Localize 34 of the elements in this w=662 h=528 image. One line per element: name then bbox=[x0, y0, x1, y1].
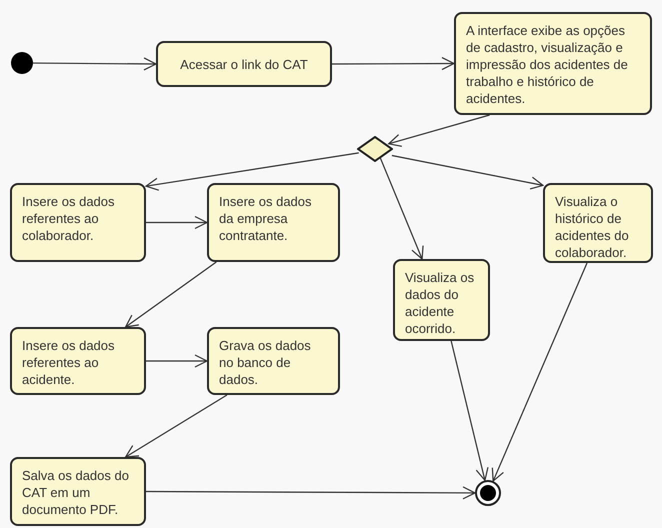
action-label: Insere os dados da empresa contratante. bbox=[219, 193, 313, 244]
action-label: Grava os dados no banco de dados. bbox=[219, 337, 312, 388]
decision-diamond bbox=[357, 136, 393, 162]
arrow bbox=[125, 262, 217, 328]
arrow bbox=[388, 114, 490, 147]
action-box bbox=[543, 183, 653, 263]
arrow bbox=[492, 262, 588, 482]
arrow bbox=[145, 152, 359, 191]
action-label: A interface exibe as opções de cadastro, visualização e impressão dos acidentes de trabalho e histórico de acidentes. bbox=[466, 22, 629, 107]
action-label: Visualiza os dados do acidente ocorrido. bbox=[405, 269, 476, 337]
arrow bbox=[450, 340, 489, 481]
action-box bbox=[10, 457, 146, 526]
initial-node bbox=[11, 52, 33, 74]
action-box bbox=[207, 183, 340, 262]
action-label: Acessar o link do CAT bbox=[180, 56, 308, 72]
action-box bbox=[454, 12, 652, 115]
arrow bbox=[33, 57, 157, 70]
action-label: Insere os dados referentes ao acidente. bbox=[22, 337, 116, 388]
arrow bbox=[125, 394, 228, 458]
action-label: Insere os dados referentes ao colaborador. bbox=[22, 193, 116, 244]
action-box bbox=[10, 183, 146, 262]
action-box bbox=[207, 327, 340, 395]
arrow bbox=[332, 56, 455, 70]
final-node bbox=[475, 480, 501, 506]
arrow bbox=[146, 216, 208, 230]
arrow bbox=[146, 354, 208, 368]
arrow bbox=[380, 158, 424, 260]
action-label: Visualiza o histórico de acidentes do colaborador. bbox=[555, 193, 630, 261]
action-box bbox=[156, 41, 332, 87]
arrow bbox=[146, 486, 476, 500]
action-box bbox=[10, 327, 146, 395]
action-box bbox=[393, 259, 490, 341]
action-label: Salva os dados do CAT em um documento PDF. bbox=[22, 467, 130, 518]
arrow bbox=[392, 154, 544, 190]
